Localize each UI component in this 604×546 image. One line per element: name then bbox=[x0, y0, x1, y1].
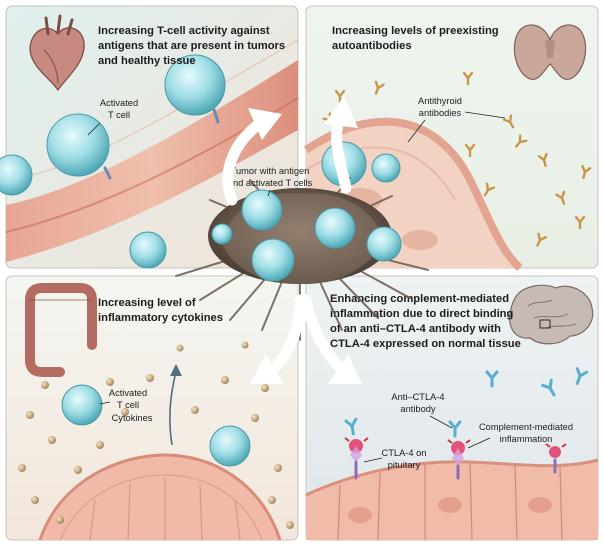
panel-bl-title-2: inflammatory cytokines bbox=[98, 312, 223, 324]
panel-br-title-1: Enhancing complement-mediated bbox=[330, 293, 509, 305]
arrow-to-bottom-left bbox=[250, 294, 306, 384]
t-cell bbox=[371, 153, 401, 183]
panel-tr-title-2: autoantibodies bbox=[332, 40, 412, 52]
t-cell bbox=[251, 238, 295, 282]
t-cell bbox=[129, 231, 167, 269]
tumor-label-2: and activated T cells bbox=[228, 178, 313, 188]
panel-tl-title-3: and healthy tissue bbox=[98, 55, 196, 67]
colon-icon bbox=[25, 283, 97, 377]
panel-br-title-3: of an anti–CTLA-4 antibody with bbox=[330, 323, 501, 335]
panel-bottom-left: Increasing level of inflammatory cytokin… bbox=[5, 275, 299, 541]
t-cell bbox=[0, 154, 33, 196]
bl-cell-label-1: Activated bbox=[109, 388, 147, 398]
panel-bottom-right: Enhancing complement-mediated inflammati… bbox=[305, 275, 599, 541]
t-cell bbox=[61, 384, 103, 426]
t-cell bbox=[209, 425, 251, 467]
panel-tl-title-1: Increasing T-cell activity against bbox=[98, 25, 270, 37]
arrow-to-bottom-right bbox=[300, 294, 362, 384]
panel-br-title-2: inflammation due to direct binding bbox=[330, 308, 514, 320]
arrow-to-top-right bbox=[324, 96, 358, 194]
tr-antibody-label-2: antibodies bbox=[419, 108, 462, 118]
tumor-center: Tumor with antigen and activated T cells bbox=[175, 166, 429, 341]
panel-tr-title-1: Increasing levels of preexisting bbox=[332, 25, 499, 37]
br-complement-label-1: Complement-mediated bbox=[479, 422, 573, 432]
tl-cell-label-2: T cell bbox=[108, 110, 130, 120]
br-antibody-label-2: antibody bbox=[400, 404, 436, 414]
thyroid-icon bbox=[513, 24, 587, 80]
panel-tl-title-2: antigens that are present in tumors bbox=[98, 40, 285, 52]
br-receptor-label-1: CTLA-4 on bbox=[382, 448, 427, 458]
t-cell bbox=[211, 223, 233, 245]
panel-br-title-4: CTLA-4 expressed on normal tissue bbox=[330, 338, 521, 350]
bl-cytokine-label: Cytokines bbox=[112, 413, 153, 423]
tr-antibody-label-1: Antithyroid bbox=[418, 96, 462, 106]
t-cell bbox=[366, 226, 402, 262]
brain-icon bbox=[509, 284, 594, 345]
arrow-to-top-left bbox=[222, 108, 282, 206]
heart-icon bbox=[29, 14, 85, 92]
panel-bl-title-1: Increasing level of bbox=[98, 297, 196, 309]
br-complement-label-2: inflammation bbox=[500, 434, 553, 444]
panel-top-left: Increasing T-cell activity against antig… bbox=[0, 5, 299, 269]
t-cell bbox=[241, 189, 283, 231]
t-cell bbox=[164, 54, 226, 116]
br-antibody-label-1: Anti–CTLA-4 bbox=[391, 392, 444, 402]
tumor-label-1: Tumor with antigen bbox=[231, 166, 310, 176]
t-cell bbox=[314, 207, 356, 249]
bl-cell-label-2: T cell bbox=[117, 400, 139, 410]
complement-bursts bbox=[344, 437, 567, 466]
br-receptor-label-2: pituitary bbox=[388, 460, 421, 470]
tl-cell-label-1: Activated bbox=[100, 98, 138, 108]
